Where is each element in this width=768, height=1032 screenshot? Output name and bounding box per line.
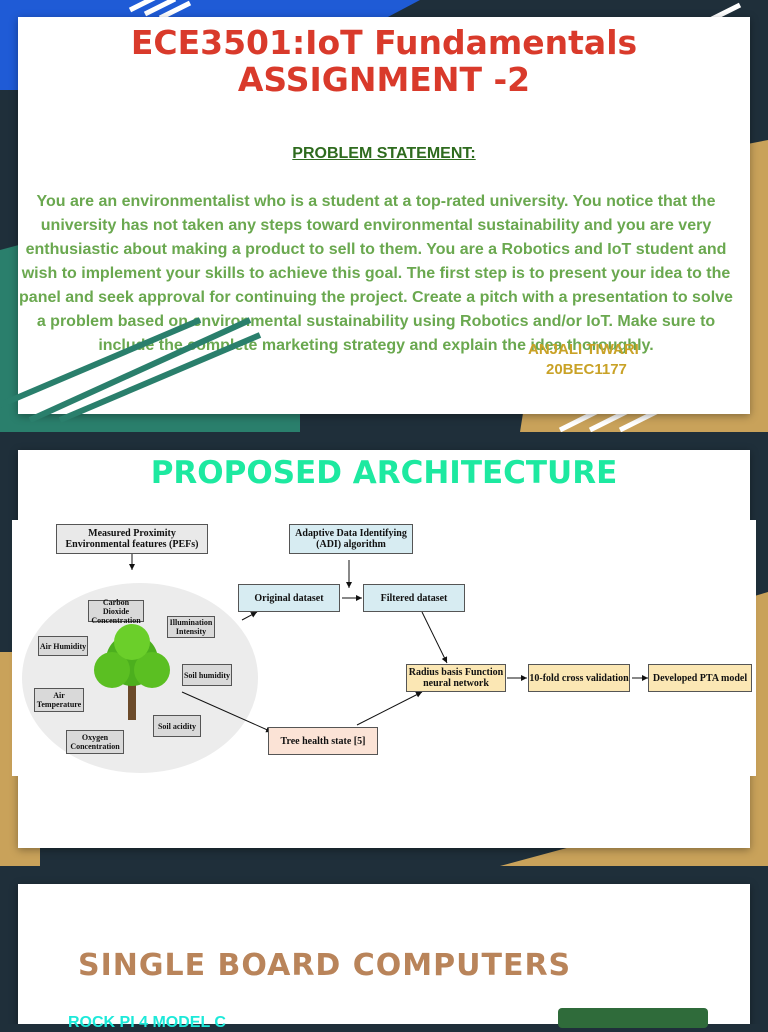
air-humidity-feature: Air Humidity xyxy=(38,636,88,656)
tree-health-box: Tree health state [5] xyxy=(268,727,378,755)
architecture-title: PROPOSED ARCHITECTURE xyxy=(150,455,618,491)
slide1-stripes-overlay xyxy=(0,317,262,423)
soil-acidity-feature: Soil acidity xyxy=(153,715,201,737)
board-image xyxy=(558,1008,708,1028)
tree-icon xyxy=(94,624,170,720)
filtered-dataset-box: Filtered dataset xyxy=(363,584,465,612)
co2-feature: Carbon Dioxide Concentration xyxy=(88,598,144,625)
problem-statement-heading: PROBLEM STATEMENT: xyxy=(292,145,476,162)
rbf-network-box: Radius basis Function neural network xyxy=(406,664,506,692)
pta-model-box: Developed PTA model xyxy=(648,664,752,692)
single-board-computers-title: SINGLE BOARD COMPUTERS xyxy=(78,948,572,983)
slide-1: ECE3501:IoT Fundamentals ASSIGNMENT -2 P… xyxy=(0,0,768,432)
slide1-title: ECE3501:IoT Fundamentals ASSIGNMENT -2 xyxy=(0,23,768,99)
original-dataset-box: Original dataset xyxy=(238,584,340,612)
illumination-feature: Illumination Intensity xyxy=(167,616,215,638)
author-id: 20BEC1177 xyxy=(546,361,627,378)
soil-humidity-feature: Soil humidity xyxy=(182,664,232,686)
adi-algorithm-box: Adaptive Data Identifying (ADI) algorith… xyxy=(289,524,413,554)
slide3-card xyxy=(18,884,750,1024)
ten-fold-validation-box: 10-fold cross validation xyxy=(528,664,630,692)
problem-statement-text: You are an environmentalist who is a stu… xyxy=(19,193,733,354)
course-title: ECE3501:IoT Fundamentals xyxy=(130,23,638,62)
architecture-diagram: Measured Proximity Environmental feature… xyxy=(12,520,756,776)
air-temperature-feature: Air Temperature xyxy=(34,688,84,712)
author-name: ANJALI TIWARI xyxy=(528,341,639,358)
author-block: ANJALI TIWARI 20BEC1177 xyxy=(528,340,639,380)
assignment-title: ASSIGNMENT -2 xyxy=(237,60,531,99)
measured-pefs-box: Measured Proximity Environmental feature… xyxy=(56,524,208,554)
rock-pi-subtitle: ROCK PI 4 MODEL C xyxy=(68,1014,226,1031)
slide-3 xyxy=(0,866,768,1024)
oxygen-feature: Oxygen Concentration xyxy=(66,730,124,754)
